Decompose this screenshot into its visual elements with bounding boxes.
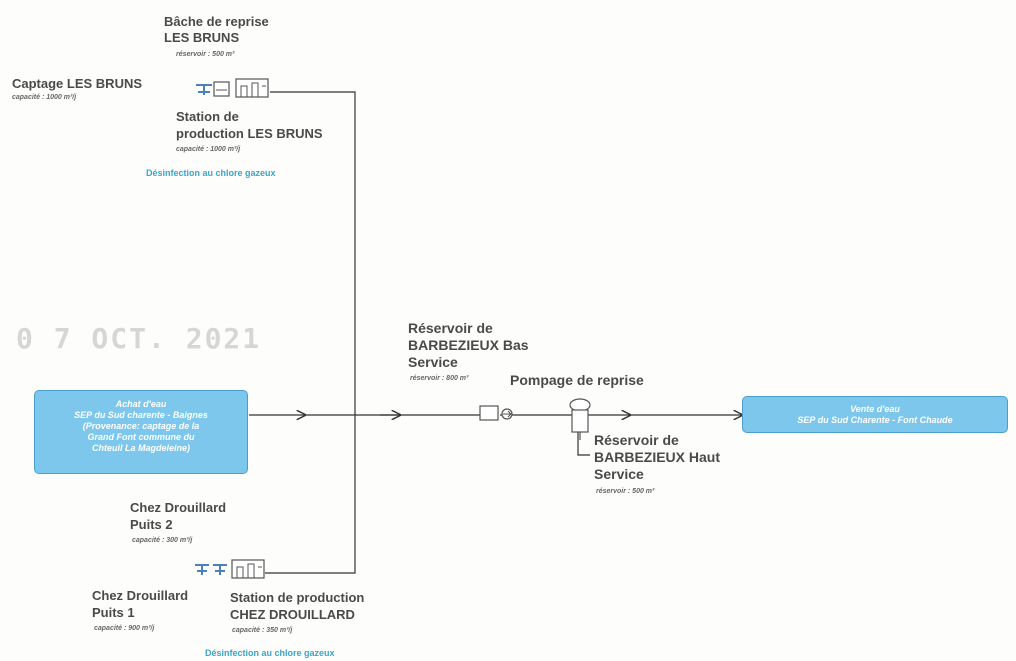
pompage-reprise-icon: [569, 398, 591, 412]
reservoir-bas-line-3: Service: [408, 354, 458, 370]
station-bruns-title-1: Station de: [176, 109, 239, 124]
puits-1-icon: [213, 564, 227, 575]
reservoir-bas-capacity: réservoir : 800 m³: [410, 375, 469, 382]
station-drouillard-disinfection: Désinfection au chlore gazeux: [205, 648, 335, 658]
station-drouillard-line-1: Station de production: [230, 590, 365, 605]
puits-2-icon: [195, 564, 209, 575]
reservoir-haut-capacity: réservoir : 500 m³: [596, 488, 655, 495]
station-bruns-disinfection: Désinfection au chlore gazeux: [146, 168, 276, 178]
station-drouillard-capacity: capacité : 350 m³/j: [232, 627, 293, 634]
captage-les-bruns-icon: [196, 84, 212, 95]
puits1-line-1: Chez Drouillard: [92, 588, 189, 603]
vente-eau-box: Vente d'eau SEP du Sud Charente - Font C…: [742, 396, 1008, 433]
bache-title-1: Bâche de reprise: [164, 14, 269, 29]
station-drouillard-line-2: CHEZ DROUILLARD: [230, 607, 355, 622]
puits2-line-1: Chez Drouillard: [130, 500, 227, 515]
date-stamp: 0 7 OCT. 2021: [16, 322, 262, 355]
puits1-line-2: Puits 1: [92, 605, 135, 620]
pompage-title: Pompage de reprise: [510, 372, 644, 388]
bache-title-2: LES BRUNS: [164, 30, 240, 45]
vente-line-2: SEP du Sud Charente - Font Chaude: [797, 415, 953, 425]
station-bruns-capacity: capacité : 1000 m³/j: [176, 146, 241, 153]
puits2-line-2: Puits 2: [130, 517, 173, 532]
reservoir-bas-tank-icon: [479, 405, 499, 421]
achat-line-2: SEP du Sud charente - Baignes: [74, 410, 208, 420]
bache-tank-icon: [213, 81, 230, 97]
puits1-capacity: capacité : 900 m³/j: [94, 625, 155, 632]
achat-eau-box: Achat d'eau SEP du Sud charente - Baigne…: [34, 390, 248, 474]
pipe-chez-drouillard: [265, 415, 356, 574]
achat-line-3: (Provenance: captage de la: [82, 421, 200, 431]
puits2-capacity: capacité : 300 m³/j: [132, 537, 193, 544]
reservoir-haut-line-3: Service: [594, 466, 644, 482]
pipe-haut-service: [577, 425, 590, 456]
vente-line-1: Vente d'eau: [850, 404, 900, 414]
achat-line-4: Grand Font commune du: [87, 432, 195, 442]
captage-capacity: capacité : 1000 m³/j: [12, 94, 77, 101]
achat-line-1: Achat d'eau: [115, 399, 167, 409]
station-bruns-title-2: production LES BRUNS: [176, 126, 323, 141]
reservoir-bas-line-1: Réservoir de: [408, 320, 493, 336]
pipe-les-bruns: [270, 91, 356, 415]
reservoir-haut-line-2: BARBEZIEUX Haut: [594, 449, 721, 465]
achat-line-5: Chteuil La Magdeleine): [91, 443, 190, 453]
captage-title: Captage LES BRUNS: [12, 76, 143, 91]
reservoir-bas-line-2: BARBEZIEUX Bas: [408, 337, 529, 353]
reservoir-haut-line-1: Réservoir de: [594, 432, 679, 448]
bache-capacity: réservoir : 500 m³: [176, 51, 235, 58]
